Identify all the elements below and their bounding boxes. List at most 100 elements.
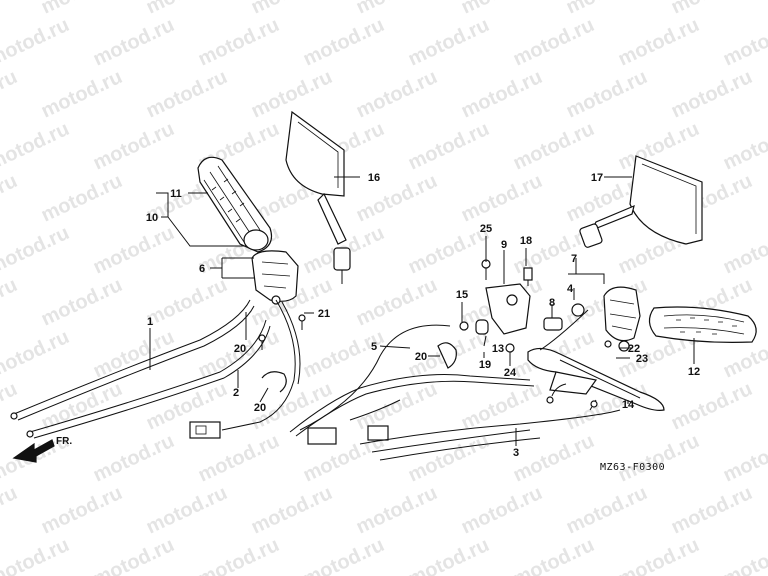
right-cables bbox=[539, 309, 598, 411]
watermark-text: motod.ru bbox=[563, 66, 651, 123]
watermark-text: motod.ru bbox=[405, 118, 493, 175]
watermark-text: motod.ru bbox=[0, 0, 21, 19]
watermark-text: motod.ru bbox=[353, 0, 441, 19]
callout-26: 25 bbox=[480, 223, 492, 235]
watermark-text: motod.ru bbox=[458, 482, 546, 539]
watermark-text: motod.ru bbox=[563, 482, 651, 539]
callout-14: 14 bbox=[622, 399, 635, 411]
callout-6: 6 bbox=[199, 263, 205, 275]
watermark-text: motod.ru bbox=[0, 222, 73, 279]
callout-20-center: 20 bbox=[415, 351, 427, 363]
callout-15: 15 bbox=[456, 289, 468, 301]
watermark-text: motod.ru bbox=[90, 326, 178, 383]
brake-lever bbox=[527, 347, 665, 411]
watermark-text: motod.ru bbox=[0, 66, 21, 123]
watermark-text: motod.ru bbox=[353, 482, 441, 539]
watermark-text: motod.ru bbox=[563, 0, 651, 19]
watermark-text: motod.ru bbox=[90, 14, 178, 71]
left-cables bbox=[10, 299, 301, 439]
watermark-text: motod.ru bbox=[300, 534, 388, 576]
watermark-text: motod.ru bbox=[615, 534, 703, 576]
callout-21: 20 bbox=[234, 343, 246, 355]
watermark-text: motod.ru bbox=[300, 14, 388, 71]
watermark-text: motod.ru bbox=[405, 430, 493, 487]
left-grip bbox=[197, 156, 273, 253]
watermark-text: motod.ru bbox=[38, 0, 126, 19]
watermark-text: motod.ru bbox=[668, 0, 756, 19]
watermark-text: motod.ru bbox=[353, 170, 441, 227]
right-mirror bbox=[579, 155, 703, 248]
center-wire-harness bbox=[289, 324, 621, 461]
watermark-text: motod.ru bbox=[90, 534, 178, 576]
callout-8: 8 bbox=[549, 297, 555, 309]
leader-lines bbox=[149, 176, 695, 446]
left-switch-housing bbox=[251, 250, 299, 305]
watermark-text: motod.ru bbox=[510, 14, 598, 71]
callout-13: 13 bbox=[492, 343, 504, 355]
watermark-text: motod.ru bbox=[458, 0, 546, 19]
figure-code: MZ63-F0300 bbox=[600, 462, 665, 473]
watermark-text: motod.ru bbox=[90, 430, 178, 487]
right-grip bbox=[648, 306, 757, 343]
left-small-parts bbox=[258, 314, 306, 393]
callout-1: 1 bbox=[147, 316, 153, 328]
watermark-text: motod.ru bbox=[720, 222, 768, 279]
watermark-text: motod.ru bbox=[38, 482, 126, 539]
callout-3: 3 bbox=[513, 447, 519, 459]
watermark-text: motod.ru bbox=[615, 430, 703, 487]
direction-label: FR. bbox=[56, 436, 72, 447]
watermark-text: motod.ru bbox=[353, 66, 441, 123]
callout-10: 10 bbox=[146, 212, 158, 224]
right-switch-housing bbox=[571, 286, 641, 352]
watermark-text: motod.ru bbox=[195, 534, 283, 576]
callout-22: 21 bbox=[318, 308, 330, 320]
callout-18: 18 bbox=[520, 235, 532, 247]
watermark-text: motod.ru bbox=[615, 14, 703, 71]
callout-17: 17 bbox=[591, 172, 603, 184]
watermark-text: motod.ru bbox=[458, 378, 546, 435]
watermark-text: motod.ru bbox=[720, 14, 768, 71]
watermark-text: motod.ru bbox=[143, 66, 231, 123]
callout-20-left: 20 bbox=[254, 402, 266, 414]
watermark-text: motod.ru bbox=[248, 0, 336, 19]
callout-2: 2 bbox=[233, 387, 239, 399]
callout-19: 19 bbox=[479, 359, 491, 371]
watermark-text: motod.ru bbox=[668, 482, 756, 539]
callout-11: 11 bbox=[170, 188, 182, 200]
watermark-text: motod.ru bbox=[195, 14, 283, 71]
watermark-text: motod.ru bbox=[720, 118, 768, 175]
callout-23: 22 bbox=[628, 343, 640, 355]
watermark-text: motod.ru bbox=[0, 326, 73, 383]
watermark-text: motod.ru bbox=[38, 274, 126, 331]
clutch-lever-bracket bbox=[459, 259, 563, 353]
left-mirror bbox=[285, 110, 351, 284]
callout-7: 7 bbox=[571, 253, 577, 265]
watermark-text: motod.ru bbox=[0, 170, 21, 227]
watermark-text: motod.ru bbox=[510, 534, 598, 576]
watermark-text: motod.ru bbox=[38, 66, 126, 123]
watermark-text: motod.ru bbox=[0, 118, 73, 175]
watermark-text: motod.ru bbox=[0, 14, 73, 71]
watermark-text: motod.ru bbox=[90, 118, 178, 175]
watermark-text: motod.ru bbox=[405, 14, 493, 71]
watermark-text: motod.ru bbox=[143, 274, 231, 331]
watermark-text: motod.ru bbox=[458, 170, 546, 227]
watermark-text: motod.ru bbox=[0, 482, 21, 539]
callout-labels: 11 10 16 6 1 20 2 20 21 17 7 4 25 9 18 1… bbox=[146, 172, 700, 459]
watermark-text: motod.ru bbox=[720, 430, 768, 487]
watermark-text: motod.ru bbox=[0, 274, 21, 331]
watermark-text: motod.ru bbox=[38, 170, 126, 227]
watermark-text: motod.ru bbox=[720, 534, 768, 576]
watermark-text: motod.ru bbox=[510, 430, 598, 487]
watermark-text: motod.ru bbox=[353, 274, 441, 331]
front-direction-indicator: FR. bbox=[12, 436, 72, 463]
watermark-text: motod.ru bbox=[0, 534, 73, 576]
callout-9: 9 bbox=[501, 239, 507, 251]
watermark-text: motod.ru bbox=[90, 222, 178, 279]
callout-16: 16 bbox=[368, 172, 380, 184]
watermark-text: motod.ru bbox=[405, 534, 493, 576]
watermark-text: motod.ru bbox=[668, 378, 756, 435]
watermark-text: motod.ru bbox=[668, 66, 756, 123]
